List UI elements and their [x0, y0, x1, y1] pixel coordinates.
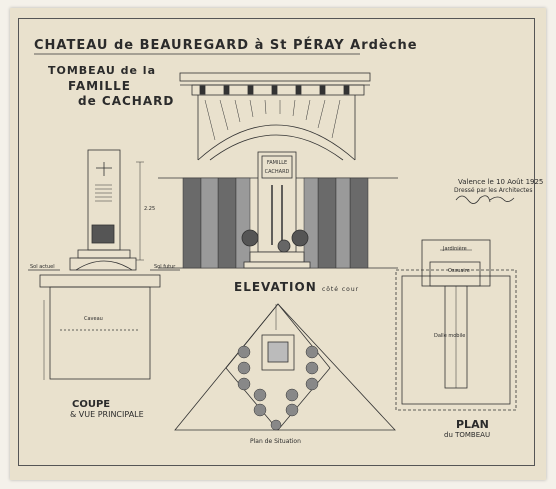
- coupe-label: COUPE: [72, 399, 111, 410]
- tomb-plan-drawing: [395, 239, 517, 411]
- subtitle-cachard: de CACHARD: [78, 94, 175, 108]
- signature-line-1: Valence le 10 Août 1925: [458, 178, 544, 186]
- subtitle-tombeau: TOMBEAU de la: [48, 64, 156, 77]
- plan-label: PLAN: [456, 418, 489, 431]
- elevation-label: ELEVATION côté cour: [234, 280, 359, 294]
- dimension-label: 2.25: [144, 206, 156, 212]
- caveau-label: Caveau: [84, 316, 103, 322]
- jardiniere-label: Jardinière: [443, 246, 467, 252]
- sol-actuel-label: Sol actuel: [30, 264, 55, 270]
- elevation-label-text: ELEVATION: [234, 280, 317, 294]
- situation-plan-drawing: [174, 303, 396, 431]
- section-drawing: [28, 149, 180, 380]
- sheet-title: CHATEAU de BEAUREGARD à St PÉRAY Ardèche: [34, 38, 418, 53]
- coupe-sub-label: & VUE PRINCIPALE: [70, 410, 144, 419]
- plan-sub-label: du TOMBEAU: [444, 431, 491, 439]
- dalle-label: Dalle mobile: [434, 333, 466, 339]
- drawing-frame: [18, 18, 535, 466]
- inscription-cachard: CACHARD: [265, 169, 290, 175]
- ossuaire-label: Ossuaire: [448, 268, 470, 274]
- signature-line-2: Dressé par les Architectes: [454, 187, 533, 194]
- inscription-famille: FAMILLE: [267, 160, 287, 166]
- lintel-drawing: [179, 72, 371, 161]
- signature-scribble: [455, 195, 515, 204]
- situation-label: Plan de Situation: [250, 438, 301, 445]
- sol-futur-label: Sol futur: [154, 264, 176, 270]
- elevation-drawing: [158, 151, 398, 269]
- elevation-suffix: côté cour: [321, 286, 360, 293]
- subtitle-famille: FAMILLE: [68, 79, 132, 93]
